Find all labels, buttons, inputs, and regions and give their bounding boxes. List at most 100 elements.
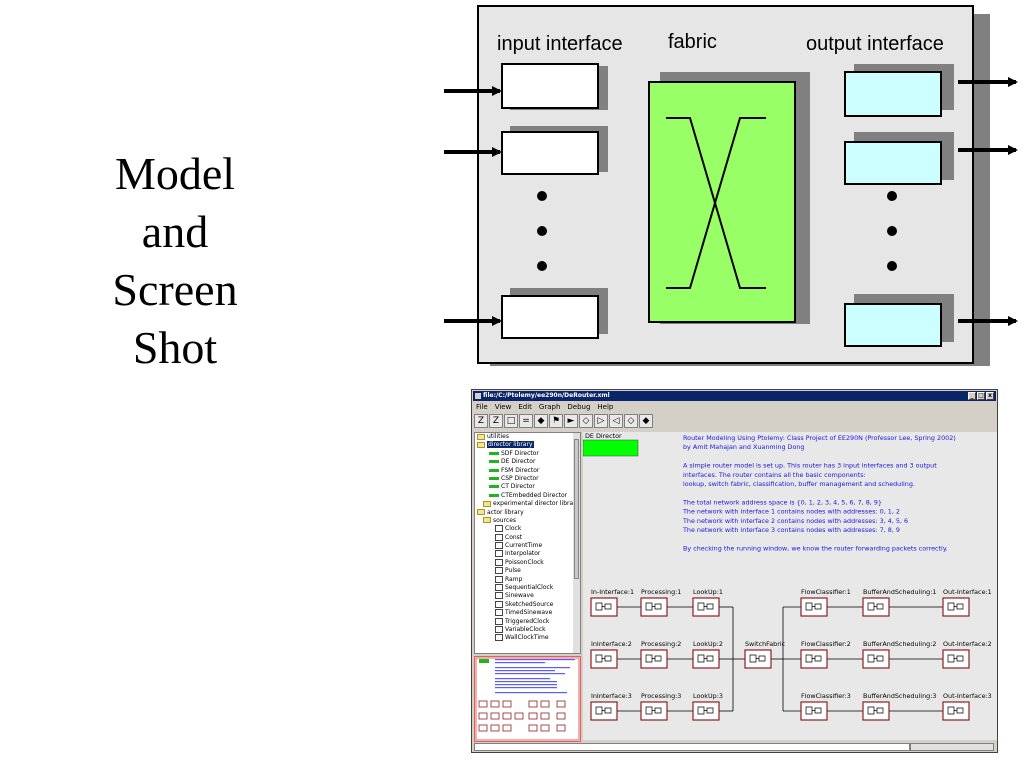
tree-item[interactable]: WallClockTime xyxy=(475,634,580,642)
tree-item[interactable]: Const xyxy=(475,533,580,542)
menu-file[interactable]: File xyxy=(476,403,488,411)
actor-box[interactable] xyxy=(942,649,970,669)
menu-debug[interactable]: Debug xyxy=(567,403,591,411)
output-box xyxy=(844,132,954,185)
zoom-out-icon[interactable]: = xyxy=(519,414,533,428)
tree-item[interactable]: SketchedSource xyxy=(475,600,580,609)
menu-edit[interactable]: Edit xyxy=(518,403,532,411)
actor-label: InInterface:3 xyxy=(591,692,632,700)
status-message xyxy=(474,743,910,751)
minimize-button[interactable]: _ xyxy=(968,392,976,400)
tree-item[interactable]: TimedSinewave xyxy=(475,609,580,617)
ellipsis-dot xyxy=(537,261,547,271)
relation-icon[interactable]: ◆ xyxy=(639,414,653,428)
actor-box[interactable] xyxy=(590,597,618,617)
actor-box[interactable] xyxy=(692,597,720,617)
description-line: The total network address space is {0, 1… xyxy=(682,498,882,506)
zoom-fit-icon[interactable]: □ xyxy=(504,414,518,428)
tree-item[interactable]: Sinewave xyxy=(475,592,580,600)
tree-item-label: SequentialClock xyxy=(505,584,554,592)
composite-actor-icon xyxy=(867,654,884,663)
menu-graph[interactable]: Graph xyxy=(538,403,561,411)
tree-item[interactable]: SDF Director xyxy=(475,450,580,458)
run-icon[interactable]: ◆ xyxy=(534,414,548,428)
tree-item-label: Ramp xyxy=(505,575,523,583)
scroll-thumb[interactable] xyxy=(574,439,579,579)
actor-box[interactable] xyxy=(800,597,828,617)
actor-box[interactable] xyxy=(862,649,890,669)
pause-icon[interactable]: ⚑ xyxy=(549,414,563,428)
actor-box[interactable] xyxy=(640,701,668,721)
tree-item[interactable]: SequentialClock xyxy=(475,584,580,592)
tree-item[interactable]: FSM Director xyxy=(475,467,580,475)
description-line: The network with interface 1 contains no… xyxy=(682,508,900,516)
description-line: The network with interface 3 contains no… xyxy=(682,526,900,534)
maximize-button[interactable]: □ xyxy=(977,392,985,400)
actor-box[interactable] xyxy=(744,649,772,669)
io-port-icon[interactable]: ◇ xyxy=(624,414,638,428)
tree-item[interactable]: Clock xyxy=(475,525,580,533)
actor-box[interactable] xyxy=(692,649,720,669)
actor-label: Processing:3 xyxy=(641,692,681,700)
actor-box[interactable] xyxy=(800,701,828,721)
output-port-icon[interactable]: ◁ xyxy=(609,414,623,428)
tree-item[interactable]: TriggeredClock xyxy=(475,617,580,626)
actor-box[interactable] xyxy=(590,701,618,721)
tree-item[interactable]: DE Director xyxy=(475,458,580,466)
progress-bar xyxy=(910,743,994,751)
stop-icon[interactable]: ► xyxy=(564,414,578,428)
actor-label: Processing:1 xyxy=(641,588,681,596)
title-line: Shot xyxy=(132,322,218,373)
zoom-in-icon[interactable]: Z xyxy=(489,414,503,428)
composite-actor-icon xyxy=(947,602,964,611)
tree-item[interactable]: experimental director libra xyxy=(475,500,580,508)
tree-item[interactable]: Interpolator xyxy=(475,550,580,558)
actor-box[interactable] xyxy=(942,701,970,721)
tree-item[interactable]: PoissonClock xyxy=(475,558,580,567)
actor-box[interactable] xyxy=(590,649,618,669)
tree-item-label: WallClockTime xyxy=(505,634,549,642)
actor-box[interactable] xyxy=(800,649,828,669)
tree-item[interactable]: VariableClock xyxy=(475,625,580,634)
tree-item-label: TriggeredClock xyxy=(505,617,550,625)
tree-item[interactable]: sources xyxy=(475,517,580,525)
tree-item-label: DE Director xyxy=(501,458,536,466)
window-titlebar[interactable]: file:/C:/Ptolemy/ee290n/DeRouter.xml _ □… xyxy=(473,391,996,401)
zoom-reset-icon[interactable]: Z xyxy=(474,414,488,428)
actor-label: BufferAndScheduling:2 xyxy=(863,640,936,648)
actor-box[interactable] xyxy=(942,597,970,617)
tree-item[interactable]: CSP Director xyxy=(475,475,580,483)
close-button[interactable]: x xyxy=(986,392,994,400)
library-scrollbar[interactable] xyxy=(573,433,580,653)
model-canvas[interactable]: DE Director Router Modeling Using Ptolem… xyxy=(583,432,997,740)
tree-item[interactable]: actor library xyxy=(475,509,580,517)
actor-box[interactable] xyxy=(640,597,668,617)
actor-box[interactable] xyxy=(862,701,890,721)
input-port-icon[interactable]: ▷ xyxy=(594,414,608,428)
menu-help[interactable]: Help xyxy=(597,403,614,411)
tree-item[interactable]: director library xyxy=(475,441,580,449)
tree-item[interactable]: CurrentTime xyxy=(475,542,580,550)
actor-label: BufferAndScheduling:3 xyxy=(863,692,936,700)
wires xyxy=(617,606,943,712)
tree-item[interactable]: CTEmbedded Director xyxy=(475,492,580,500)
tree-item[interactable]: utilities xyxy=(475,433,580,441)
input-box xyxy=(501,126,608,175)
tree-item[interactable]: Pulse xyxy=(475,567,580,575)
composite-actor-icon xyxy=(697,602,714,611)
actor-box[interactable] xyxy=(862,597,890,617)
status-bar xyxy=(474,742,995,752)
de-director[interactable] xyxy=(583,439,639,457)
output-interface-label: output interface xyxy=(806,33,944,55)
overview-navigator[interactable] xyxy=(474,656,581,742)
composite-actor-icon xyxy=(805,654,822,663)
menu-view[interactable]: View xyxy=(494,403,512,411)
actor-box[interactable] xyxy=(692,701,720,721)
tree-item[interactable]: CT Director xyxy=(475,483,580,491)
tree-item-label: Pulse xyxy=(505,567,521,575)
actor-box[interactable] xyxy=(640,649,668,669)
tree-item[interactable]: Ramp xyxy=(475,575,580,584)
port-icon[interactable]: ◇ xyxy=(579,414,593,428)
